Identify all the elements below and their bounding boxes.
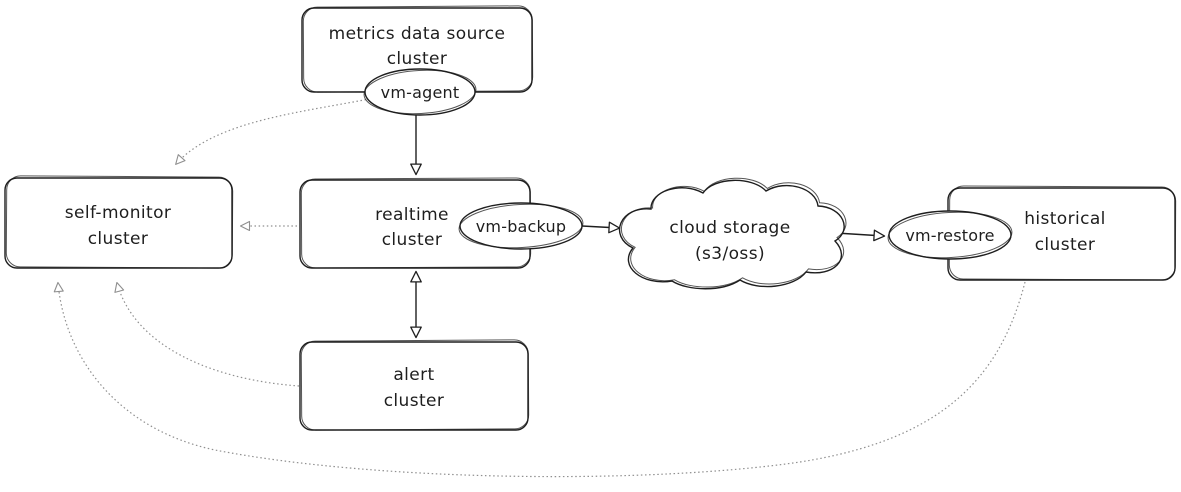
self-monitor-box: [4, 177, 233, 269]
vm-backup-label: vm-backup: [476, 217, 566, 236]
edge-alert-to-selfmonitor: [114, 281, 300, 387]
cloud-shape-sketch: [620, 177, 847, 288]
cloud-storage-label-line2: (s3/oss): [695, 244, 765, 264]
metrics-cluster-label-line1: metrics data source: [329, 24, 506, 44]
vm-agent-ellipse-sketch: [363, 69, 477, 115]
self-monitor-label-line2: cluster: [88, 229, 149, 249]
vm-agent-ellipse: [364, 68, 476, 116]
node-alert-cluster: alert cluster: [299, 339, 530, 431]
cloud-storage-label-line1: cloud storage: [669, 218, 790, 238]
vm-restore-label: vm-restore: [905, 226, 994, 245]
edge-cloud-to-vmrestore: [835, 229, 886, 242]
self-monitor-box-sketch: [5, 175, 234, 269]
realtime-label-line2: cluster: [382, 230, 443, 250]
vm-restore-ellipse-sketch: [887, 211, 1013, 259]
node-cloud-storage: cloud storage (s3/oss): [618, 177, 847, 290]
node-self-monitor-cluster: self-monitor cluster: [4, 175, 234, 269]
historical-label-line2: cluster: [1035, 235, 1096, 255]
node-vm-backup: vm-backup: [458, 202, 584, 250]
node-vm-agent: vm-agent: [363, 68, 477, 116]
metrics-cluster-label-line2: cluster: [387, 49, 448, 69]
vm-backup-ellipse-sketch: [458, 203, 584, 249]
alert-box-sketch: [300, 339, 530, 431]
realtime-label-line1: realtime: [375, 205, 449, 225]
alert-label-line2: cluster: [384, 391, 445, 411]
edge-vmagent-to-selfmonitor: [175, 97, 375, 165]
node-metrics-data-source-cluster: metrics data source cluster: [301, 5, 534, 93]
cloud-shape: [618, 179, 845, 290]
edge-historical-to-selfmonitor: [53, 281, 1026, 478]
self-monitor-label-line1: self-monitor: [65, 203, 172, 223]
edge-vmbackup-to-cloud: [581, 221, 621, 234]
alert-label-line1: alert: [393, 365, 434, 385]
node-vm-restore: vm-restore: [887, 210, 1013, 260]
alert-box: [299, 341, 529, 431]
vm-agent-label: vm-agent: [381, 83, 460, 102]
historical-label-line1: historical: [1024, 209, 1106, 229]
